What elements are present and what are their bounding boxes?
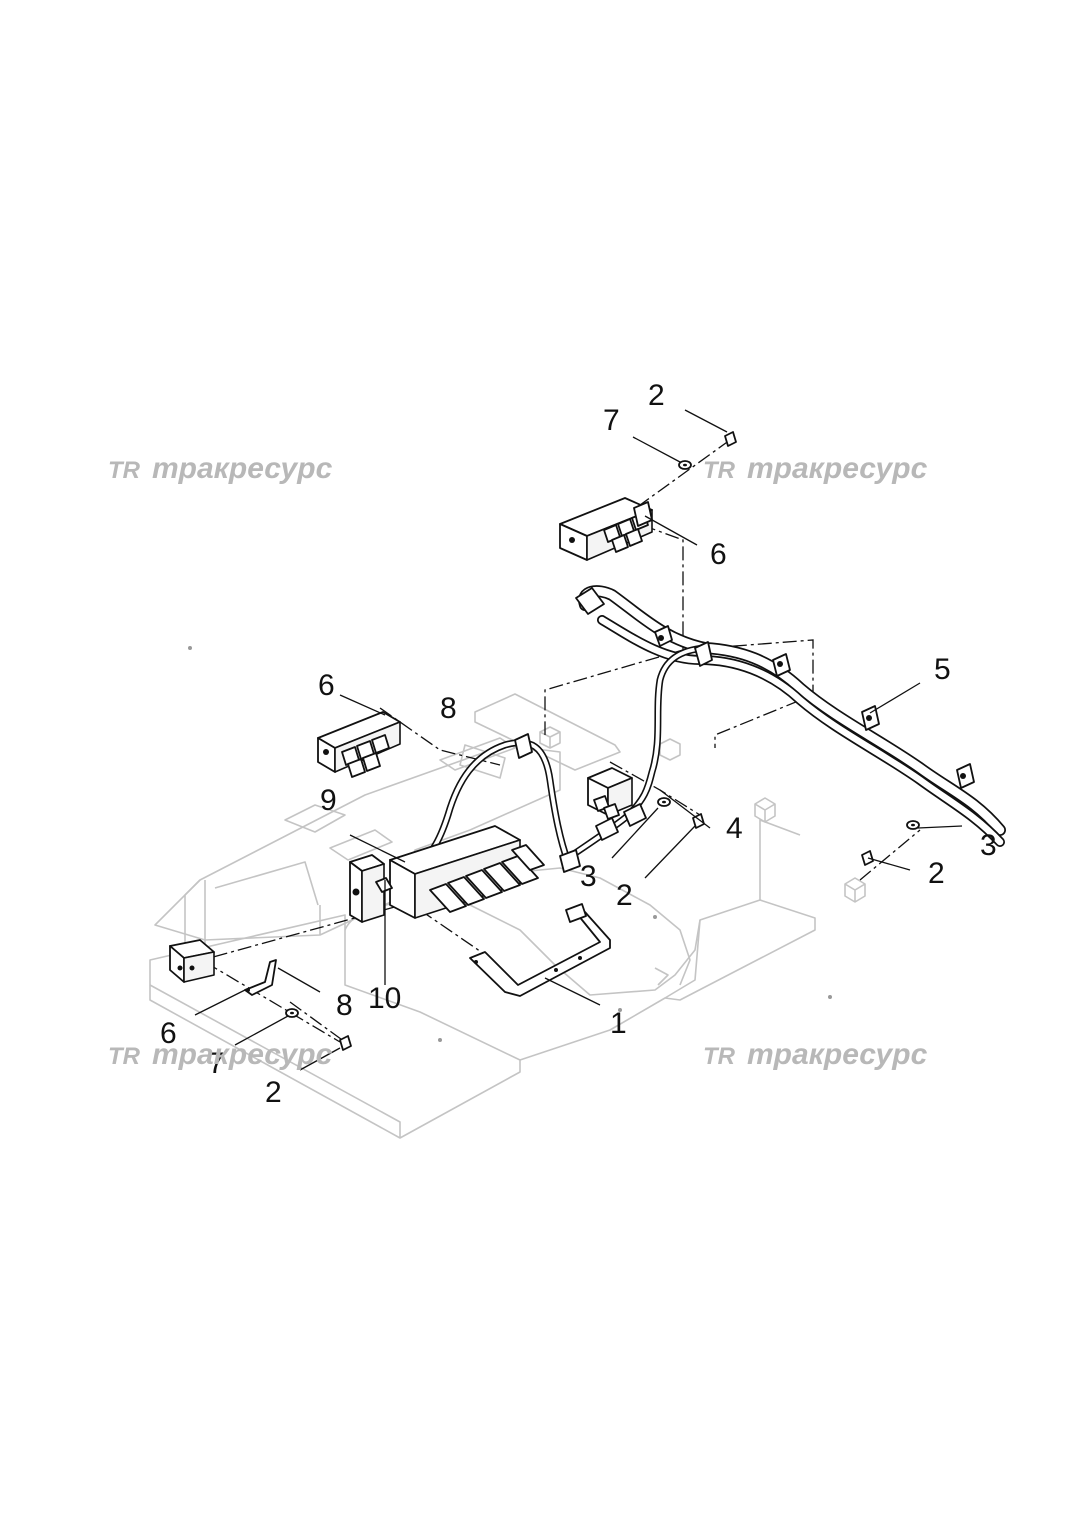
callout-9: 9 xyxy=(320,784,337,817)
bolt-top xyxy=(724,431,737,447)
washer-center xyxy=(657,797,671,807)
callout-7: 7 xyxy=(603,404,620,437)
washer-bottom xyxy=(285,1008,299,1018)
watermark-text: тракресурс xyxy=(152,452,333,485)
washer-right xyxy=(906,820,920,830)
watermark-logo: TR xyxy=(108,457,141,484)
hose-clamp xyxy=(654,625,673,647)
valve-port-fittings xyxy=(341,734,390,778)
hose-clamp xyxy=(772,653,791,677)
callout-6: 6 xyxy=(710,538,727,571)
washer-top xyxy=(678,460,692,470)
end-block-fitting xyxy=(349,854,393,923)
callout-8: 8 xyxy=(440,692,457,725)
callout-labels: 2 7 6 5 6 8 9 4 3 3 2 2 10 8 1 6 7 2 xyxy=(160,379,997,1109)
callout-2: 2 xyxy=(616,879,633,912)
hydraulic-tube-right xyxy=(561,641,713,864)
hose-clamp xyxy=(861,705,880,731)
valve-block-center xyxy=(587,767,633,820)
watermark-logo: TR xyxy=(703,457,736,484)
callout-2: 2 xyxy=(928,857,945,890)
callout-8: 8 xyxy=(336,989,353,1022)
callout-10: 10 xyxy=(368,982,401,1015)
callout-3: 3 xyxy=(580,860,597,893)
watermark-bottom-right: TR тракресурс xyxy=(703,1038,928,1071)
mounting-bracket xyxy=(469,903,611,997)
valve-block-left xyxy=(317,711,401,778)
valve-block-top xyxy=(559,497,653,561)
callout-1: 1 xyxy=(610,1007,627,1040)
callout-2: 2 xyxy=(265,1076,282,1109)
ghost-cube xyxy=(844,877,866,903)
watermark-top-left: TR тракресурс xyxy=(108,452,333,485)
watermark-bottom-left: TR тракресурс xyxy=(108,1038,333,1071)
ghost-cube xyxy=(754,797,776,823)
bottom-clamp xyxy=(244,959,277,996)
valve-block-bottom xyxy=(169,939,215,983)
bolt-bottom xyxy=(339,1035,352,1051)
callout-6: 6 xyxy=(160,1017,177,1050)
hose-clamp xyxy=(956,763,975,789)
watermark-logo: TR xyxy=(703,1043,736,1070)
watermark-logo: TR xyxy=(108,1043,141,1070)
watermark-text: тракресурс xyxy=(747,1038,928,1071)
callout-6: 6 xyxy=(318,669,335,702)
watermark-text: тракресурс xyxy=(747,452,928,485)
ghost-cube xyxy=(539,726,561,749)
hydraulic-tube-left xyxy=(406,733,572,874)
watermark-text: тракресурс xyxy=(152,1038,333,1071)
leader-lines xyxy=(194,409,963,1071)
callout-4: 4 xyxy=(726,812,743,845)
distributor-manifold xyxy=(389,825,545,919)
manifold-outlet-pipes xyxy=(429,844,545,913)
watermark-top-right: TR тракресурс xyxy=(703,452,928,485)
assembly-dash-lines xyxy=(194,439,921,1043)
callout-7: 7 xyxy=(208,1047,225,1080)
callout-2: 2 xyxy=(648,379,665,412)
callout-3: 3 xyxy=(980,829,997,862)
callout-5: 5 xyxy=(934,653,951,686)
ghost-cube xyxy=(659,738,681,761)
bolt-right xyxy=(861,850,874,866)
